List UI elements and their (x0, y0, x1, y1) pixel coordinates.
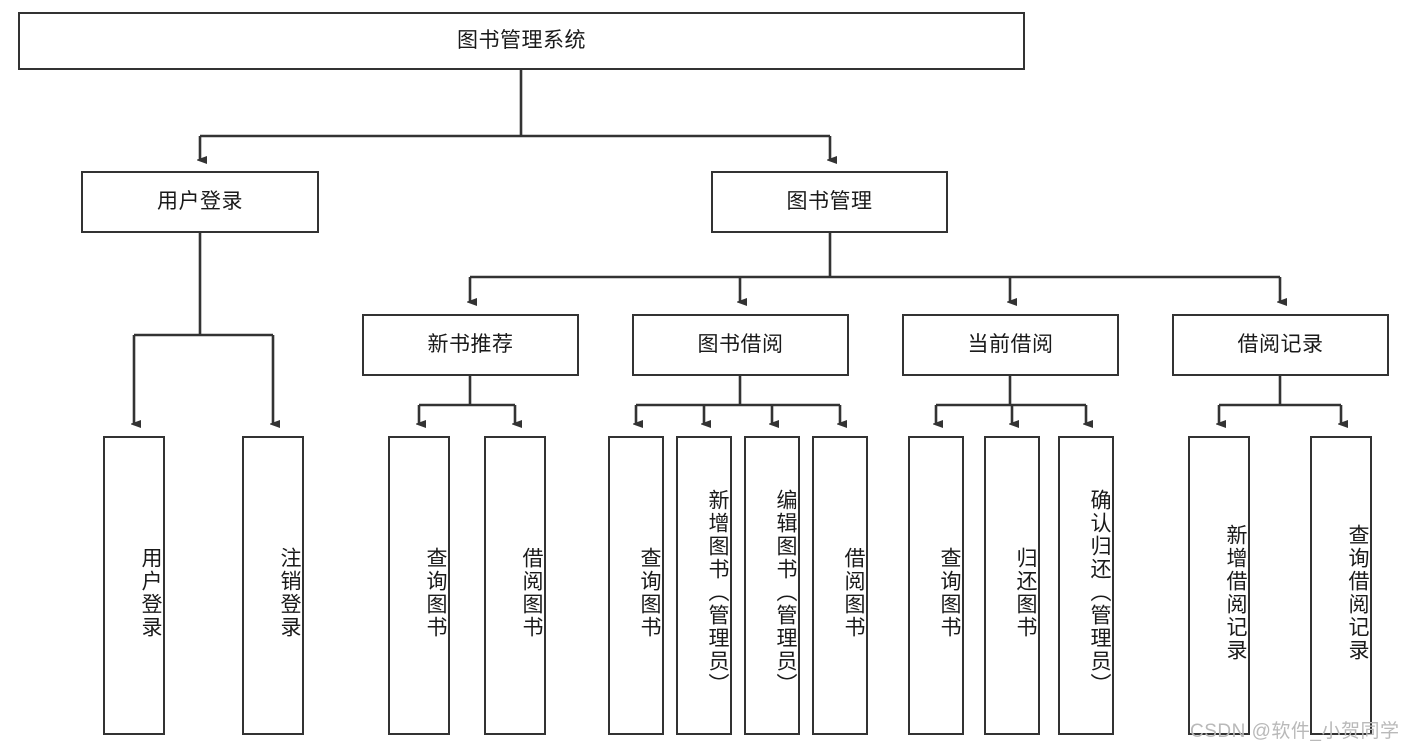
node-book-management[interactable]: 图书管理 (711, 171, 948, 233)
node-new-book-recommend[interactable]: 新书推荐 (362, 314, 579, 376)
node-current-borrow[interactable]: 当前借阅 (902, 314, 1119, 376)
node-root[interactable]: 图书管理系统 (18, 12, 1025, 70)
node-book-borrow[interactable]: 图书借阅 (632, 314, 849, 376)
node-label: 查询借阅记录 (1346, 523, 1369, 662)
leaf-query-book-recommend[interactable]: 查询图书 (388, 436, 450, 735)
node-label: 当前借阅 (967, 333, 1054, 357)
node-label: 查询图书 (638, 546, 661, 639)
node-label: 新书推荐 (427, 333, 514, 357)
leaf-query-borrow-record[interactable]: 查询借阅记录 (1310, 436, 1372, 735)
node-label: 借阅记录 (1237, 333, 1324, 357)
node-label: 借阅图书 (842, 546, 865, 639)
leaf-return-book[interactable]: 归还图书 (984, 436, 1040, 735)
node-label: 借阅图书 (520, 546, 543, 639)
leaf-query-book-borrow[interactable]: 查询图书 (608, 436, 664, 735)
leaf-edit-book-admin[interactable]: 编辑图书（管理员） (744, 436, 800, 735)
leaf-add-book-admin[interactable]: 新增图书（管理员） (676, 436, 732, 735)
node-label: 归还图书 (1014, 546, 1037, 639)
leaf-logout[interactable]: 注销登录 (242, 436, 304, 735)
node-label: 编辑图书（管理员） (774, 489, 797, 696)
node-label: 注销登录 (278, 546, 301, 639)
node-label: 新增图书（管理员） (706, 489, 729, 696)
node-label: 新增借阅记录 (1224, 523, 1247, 662)
leaf-user-login[interactable]: 用户登录 (103, 436, 165, 735)
node-user-login[interactable]: 用户登录 (81, 171, 319, 233)
node-label: 查询图书 (938, 546, 961, 639)
leaf-borrow-book-recommend[interactable]: 借阅图书 (484, 436, 546, 735)
node-label: 图书借阅 (697, 333, 784, 357)
node-borrow-record[interactable]: 借阅记录 (1172, 314, 1389, 376)
leaf-borrow-book[interactable]: 借阅图书 (812, 436, 868, 735)
node-label: 查询图书 (424, 546, 447, 639)
leaf-confirm-return-admin[interactable]: 确认归还（管理员） (1058, 436, 1114, 735)
node-label: 图书管理 (786, 190, 873, 214)
node-label: 图书管理系统 (457, 29, 586, 53)
node-label: 用户登录 (139, 546, 162, 639)
watermark: CSDN @软件_小贺同学 (1190, 721, 1400, 742)
leaf-query-book-current[interactable]: 查询图书 (908, 436, 964, 735)
leaf-add-borrow-record[interactable]: 新增借阅记录 (1188, 436, 1250, 735)
node-label: 确认归还（管理员） (1088, 489, 1111, 696)
node-label: 用户登录 (157, 190, 243, 214)
